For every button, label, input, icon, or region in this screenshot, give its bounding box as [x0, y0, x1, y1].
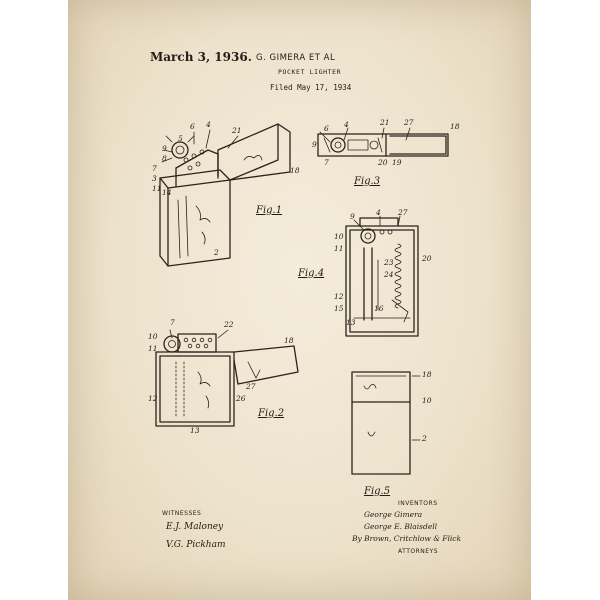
- fig3-label: Fig.3: [354, 176, 381, 187]
- ref-numeral: 18: [284, 336, 294, 345]
- ref-numeral: 4: [376, 208, 381, 217]
- ref-numeral: 10: [422, 396, 432, 405]
- ref-numeral: 19: [392, 158, 402, 167]
- ref-numeral: 18: [290, 166, 300, 175]
- patent-sheet: March 3, 1936. G. GIMERA ET AL POCKET LI…: [68, 0, 531, 600]
- ref-numeral: 2: [214, 248, 219, 257]
- ref-numeral: 18: [422, 370, 432, 379]
- ref-numeral: 7: [324, 158, 329, 167]
- patent-title: POCKET LIGHTER: [278, 68, 342, 76]
- ref-numeral: 9: [162, 144, 167, 153]
- witness-signature-1: E.J. Maloney: [166, 522, 224, 532]
- ref-numeral: 21: [232, 126, 242, 135]
- ref-numeral: 14: [162, 188, 172, 197]
- witness-signature-2: V.G. Pickham: [166, 540, 226, 550]
- ref-numeral: 10: [334, 232, 344, 241]
- ref-numeral: 11: [152, 184, 162, 193]
- issue-date: March 3, 1936.: [150, 50, 252, 64]
- fig2-label: Fig.2: [258, 408, 285, 419]
- ref-numeral: 21: [380, 118, 390, 127]
- leader-lines: [161, 127, 421, 441]
- ref-numeral: 18: [450, 122, 460, 131]
- ref-numeral: 27: [404, 118, 414, 127]
- ref-numeral: 7: [170, 318, 175, 327]
- ref-numeral: 7: [152, 164, 157, 173]
- fig5-label: Fig.5: [364, 486, 391, 497]
- ref-numeral: 12: [334, 292, 344, 301]
- ref-numeral: 27: [398, 208, 408, 217]
- ref-numeral: 10: [148, 332, 158, 341]
- ref-numeral: 2: [422, 434, 427, 443]
- inventor-name: G. GIMERA ET AL: [256, 53, 336, 63]
- ref-numeral: 27: [246, 382, 256, 391]
- attorney-signature: By Brown, Critchlow & Flick: [352, 534, 462, 543]
- ref-numeral: 23: [384, 258, 394, 267]
- ref-numeral: 11: [334, 244, 344, 253]
- ref-numeral: 9: [312, 140, 317, 149]
- ref-numeral: 26: [236, 394, 246, 403]
- ref-numeral: 8: [162, 154, 167, 163]
- fig1-drawing: [159, 123, 291, 267]
- attorneys-label: ATTORNEYS: [398, 548, 439, 555]
- fig3-drawing: [317, 133, 449, 157]
- ref-numeral: 24: [384, 270, 394, 279]
- ref-numeral: 15: [334, 304, 344, 313]
- fig1-label: Fig.1: [256, 205, 283, 216]
- fig2-drawing: [155, 333, 299, 427]
- witnesses-label: WITNESSES: [162, 510, 202, 517]
- ref-numeral: 4: [206, 120, 211, 129]
- ref-numeral: 16: [374, 304, 384, 313]
- ref-numeral: 13: [190, 426, 200, 435]
- fig5-drawing: [351, 371, 411, 475]
- ref-numeral: 22: [224, 320, 234, 329]
- ref-numeral: 5: [178, 134, 183, 143]
- filed-date: Filed May 17, 1934: [270, 83, 352, 92]
- ref-numeral: 6: [324, 124, 329, 133]
- fig4-label: Fig.4: [298, 268, 325, 279]
- ref-numeral: 11: [148, 344, 158, 353]
- ref-numeral: 4: [344, 120, 349, 129]
- ref-numeral: 3: [152, 174, 157, 183]
- patent-drawings: [155, 123, 449, 475]
- ref-numeral: 20: [378, 158, 388, 167]
- ref-numeral: 6: [190, 122, 195, 131]
- inventor-signature-1: George Gimera: [364, 510, 423, 519]
- ref-numeral: 20: [422, 254, 432, 263]
- ref-numeral: 12: [148, 394, 158, 403]
- inventor-signature-2: George E. Blaisdell: [364, 522, 438, 531]
- ref-numeral: 9: [350, 212, 355, 221]
- fig4-drawing: [345, 217, 419, 337]
- ref-numeral: 13: [346, 318, 356, 327]
- inventors-label: INVENTORS: [398, 500, 438, 507]
